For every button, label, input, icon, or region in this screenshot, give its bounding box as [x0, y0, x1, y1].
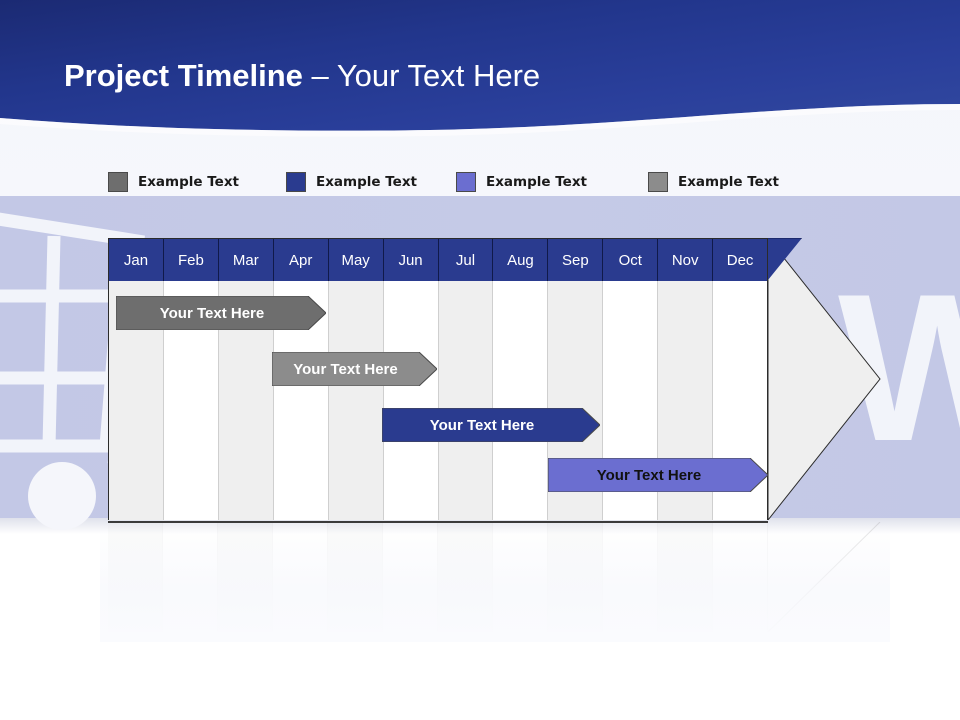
reflection-column	[493, 522, 548, 632]
timeline-column-aug[interactable]	[493, 281, 549, 520]
timeline-bar-4[interactable]: Your Text Here	[548, 458, 768, 492]
legend-label-2: Example Text	[316, 174, 417, 190]
month-header-jul[interactable]: Jul	[438, 239, 494, 281]
page-title: Project Timeline – Your Text Here	[64, 58, 540, 94]
reflection-column	[163, 522, 218, 632]
reflection-column	[548, 522, 603, 632]
month-header-may[interactable]: May	[328, 239, 384, 281]
month-header-nov[interactable]: Nov	[658, 239, 714, 281]
month-header-dec[interactable]: Dec	[713, 239, 768, 281]
legend-swatch-icon-3	[456, 172, 476, 192]
reflection-column	[658, 522, 713, 632]
reflection-column	[218, 522, 273, 632]
title-bold-part: Project Timeline	[64, 58, 303, 93]
month-header-mar[interactable]: Mar	[218, 239, 274, 281]
legend-label-1: Example Text	[138, 174, 239, 190]
reflection-column	[273, 522, 328, 632]
reflection-column	[108, 522, 163, 632]
reflection-column	[713, 522, 768, 632]
header-band	[0, 0, 960, 140]
timeline-column-jul[interactable]	[438, 281, 494, 520]
reflection-column	[438, 522, 493, 632]
legend-swatch-icon-2	[286, 172, 306, 192]
legend-label-4: Example Text	[678, 174, 779, 190]
legend-item-4[interactable]: Example Text	[648, 170, 779, 194]
month-header-jun[interactable]: Jun	[383, 239, 439, 281]
month-header-oct[interactable]: Oct	[603, 239, 659, 281]
timeline-bar-1[interactable]: Your Text Here	[116, 296, 326, 330]
timeline-column-jun[interactable]	[383, 281, 439, 520]
table-bottom-edge	[108, 521, 768, 523]
timeline-bar-label-3: Your Text Here	[429, 416, 535, 434]
month-header-sep[interactable]: Sep	[548, 239, 604, 281]
month-header-feb[interactable]: Feb	[163, 239, 219, 281]
timeline-bar-label-2: Your Text Here	[293, 360, 398, 378]
month-header-aug[interactable]: Aug	[493, 239, 549, 281]
timeline-bar-3[interactable]: Your Text Here	[382, 408, 600, 442]
month-header-jan[interactable]: Jan	[109, 239, 164, 281]
legend-item-2[interactable]: Example Text	[286, 170, 417, 194]
reflection-column	[328, 522, 383, 632]
title-regular-part: – Your Text Here	[302, 58, 541, 93]
reflection-column	[383, 522, 438, 632]
legend-swatch-icon-1	[108, 172, 128, 192]
reflection-column	[603, 522, 658, 632]
timeline-bar-label-1: Your Text Here	[159, 304, 265, 322]
timeline-bar-2[interactable]: Your Text Here	[272, 352, 437, 386]
timeline-column-may[interactable]	[328, 281, 384, 520]
legend: Example Text Example Text Example Text E…	[108, 170, 808, 194]
table-reflection	[108, 522, 768, 632]
reflection-columns	[108, 522, 768, 632]
legend-item-3[interactable]: Example Text	[456, 170, 587, 194]
timeline-bar-label-4: Your Text Here	[596, 466, 702, 484]
timeline-arrowhead	[767, 236, 882, 522]
legend-label-3: Example Text	[486, 174, 587, 190]
reflection-arrow	[767, 521, 882, 633]
legend-swatch-icon-4	[648, 172, 668, 192]
month-header-apr[interactable]: Apr	[273, 239, 329, 281]
legend-item-1[interactable]: Example Text	[108, 170, 239, 194]
